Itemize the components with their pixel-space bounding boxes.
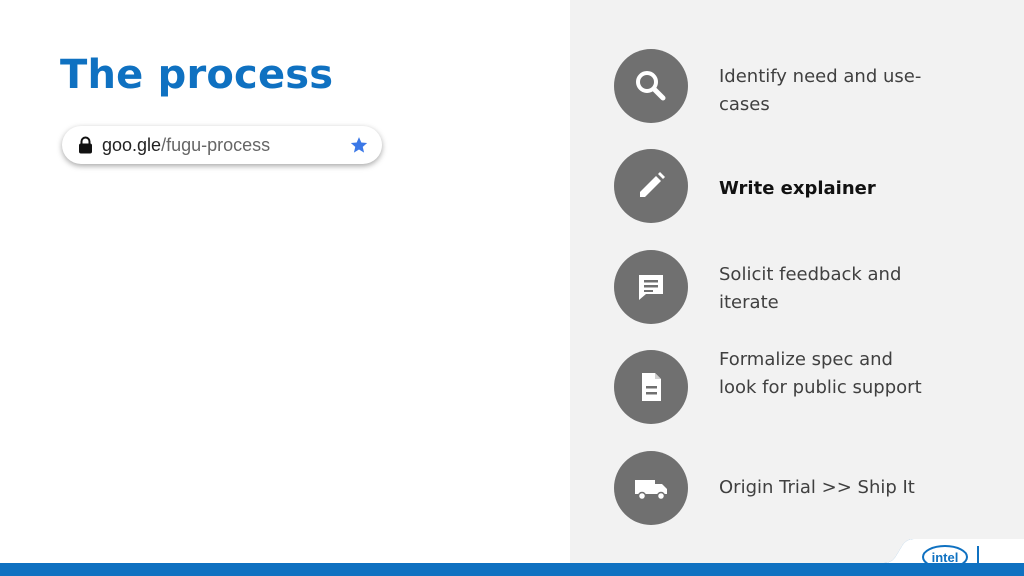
slide-title: The process	[60, 52, 334, 98]
star-icon[interactable]	[349, 135, 369, 155]
search-icon	[636, 71, 666, 101]
footer-bar	[0, 563, 1024, 576]
step-2-circle	[614, 149, 688, 223]
intel-logo: intel	[922, 545, 968, 569]
step-1-circle	[614, 49, 688, 123]
url-bar[interactable]: goo.gle/fugu-process	[62, 126, 382, 164]
url-path: /fugu-process	[161, 135, 271, 155]
step-3-circle	[614, 250, 688, 324]
step-3-label: Solicit feedback and iterate	[719, 264, 902, 313]
document-icon	[642, 373, 661, 401]
lock-icon	[79, 136, 92, 154]
step-5-circle	[614, 451, 688, 525]
logo-divider	[977, 546, 979, 566]
pencil-icon	[640, 172, 665, 197]
comment-icon	[639, 275, 663, 300]
url-domain: goo.gle	[102, 135, 162, 155]
truck-icon	[635, 480, 667, 501]
step-5-label: Origin Trial >> Ship It	[719, 477, 915, 498]
step-1-label: Identify need and use-cases	[719, 66, 922, 115]
svg-text:intel: intel	[932, 550, 959, 565]
step-4-label: Formalize spec and look for public suppo…	[719, 349, 922, 398]
step-2-label: Write explainer	[719, 178, 876, 199]
step-4-circle	[614, 350, 688, 424]
url-text[interactable]: goo.gle/fugu-process	[102, 135, 270, 156]
